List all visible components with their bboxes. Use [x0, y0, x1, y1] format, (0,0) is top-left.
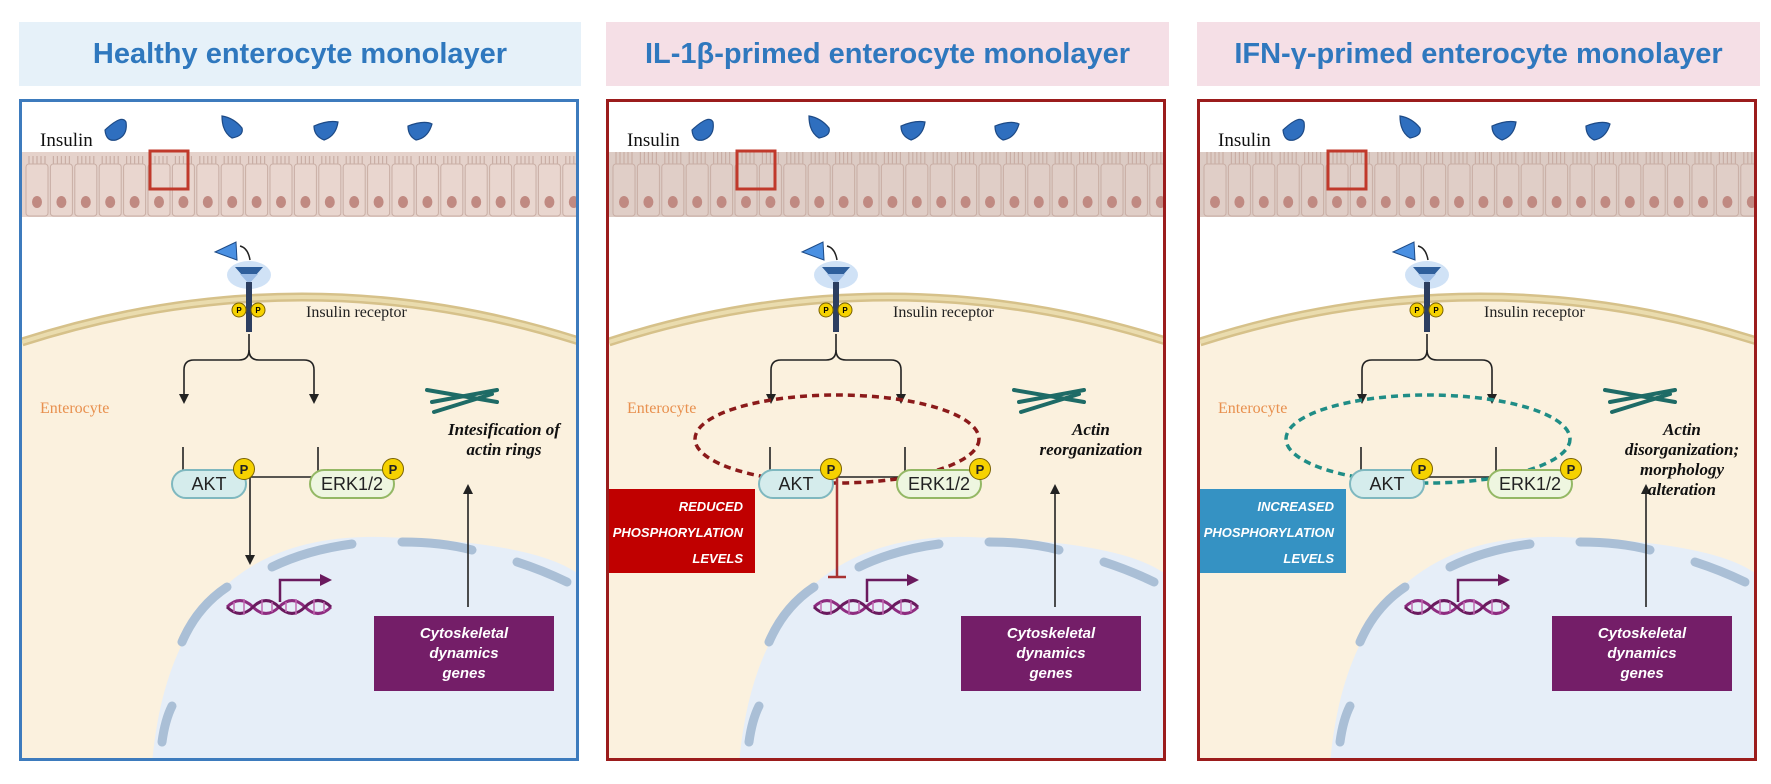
- akt-node: AKT: [1349, 469, 1425, 499]
- bound-insulin: [213, 241, 238, 261]
- svg-text:P: P: [1414, 306, 1420, 315]
- zoom-box: [148, 149, 190, 191]
- actin-filament-icon: [1603, 388, 1677, 414]
- receptor-phospho-badges: P P: [818, 302, 853, 318]
- cytoskeletal-genes-box: Cytoskeletal dynamics genes: [961, 616, 1141, 691]
- insulin-label: Insulin: [40, 130, 93, 151]
- insulin-label: Insulin: [627, 130, 680, 151]
- svg-text:P: P: [255, 306, 261, 315]
- receptor-label: Insulin receptor: [306, 304, 407, 321]
- inhibition-arrow: [828, 477, 846, 579]
- epithelial-monolayer: [609, 152, 1163, 217]
- nucleus: [1330, 536, 1754, 758]
- pathway-illustration: P P: [609, 115, 1163, 758]
- panel-ifng: P P: [1197, 99, 1757, 761]
- erk-phospho-badge: P: [969, 458, 991, 480]
- panel-title-ifng: IFN-γ-primed enterocyte monolayer: [1197, 22, 1760, 86]
- svg-text:P: P: [842, 306, 848, 315]
- phosphorylation-status-box: INCREASED PHOSPHORYLATION LEVELS: [1200, 489, 1346, 573]
- nucleus: [739, 536, 1163, 758]
- insulin-molecules: [691, 115, 1020, 141]
- insulin-label: Insulin: [1218, 130, 1271, 151]
- actin-filament-icon: [1012, 388, 1086, 414]
- pathway-illustration: P P: [22, 115, 576, 758]
- erk-phospho-badge: P: [382, 458, 404, 480]
- insulin-receptor-icon: [1405, 261, 1449, 332]
- insulin-molecules: [104, 115, 433, 141]
- dna-helix-icon: [225, 574, 333, 615]
- dna-helix-icon: [1403, 574, 1511, 615]
- erk-node: ERK1/2: [309, 469, 395, 499]
- phosphorylation-highlight: [1284, 393, 1572, 485]
- bound-insulin: [1391, 241, 1416, 261]
- svg-text:P: P: [823, 306, 829, 315]
- enterocyte-label: Enterocyte: [40, 400, 110, 417]
- enterocyte-label: Enterocyte: [627, 400, 697, 417]
- receptor-phospho-badges: P P: [1409, 302, 1444, 318]
- actin-effect-label: Intesification of actin rings: [448, 420, 560, 459]
- receptor-label: Insulin receptor: [893, 304, 994, 321]
- panel-il1b: P P: [606, 99, 1166, 761]
- nuclear-envelope: [1335, 537, 1750, 747]
- zoom-box: [735, 149, 777, 191]
- actin-effect-label: Actin disorganization; morphology altera…: [1624, 420, 1740, 499]
- enterocyte-label: Enterocyte: [1218, 400, 1288, 417]
- akt-phospho-badge: P: [820, 458, 842, 480]
- akt-phospho-badge: P: [233, 458, 255, 480]
- receptor-phospho-badges: P P: [231, 302, 266, 318]
- panel-title-il1b: IL-1β-primed enterocyte monolayer: [606, 22, 1169, 86]
- epithelial-monolayer: [1200, 152, 1754, 217]
- cytoskeletal-genes-box: Cytoskeletal dynamics genes: [374, 616, 554, 691]
- insulin-receptor-icon: [814, 261, 858, 332]
- actin-filament-icon: [425, 388, 499, 414]
- epithelial-monolayer: [22, 152, 576, 217]
- insulin-receptor-icon: [227, 261, 271, 332]
- signaling-arrows: [770, 334, 902, 396]
- insulin-molecules: [1282, 115, 1611, 141]
- erk-node: ERK1/2: [896, 469, 982, 499]
- signaling-arrows: [1361, 334, 1493, 396]
- erk-node: ERK1/2: [1487, 469, 1573, 499]
- panel-title-healthy: Healthy enterocyte monolayer: [19, 22, 581, 86]
- nuclear-envelope: [744, 537, 1159, 747]
- panel-healthy: P P: [19, 99, 579, 761]
- nuclear-envelope: [157, 537, 572, 747]
- signaling-arrows: [183, 334, 315, 396]
- phosphorylation-status-box: REDUCED PHOSPHORYLATION LEVELS: [609, 489, 755, 573]
- actin-effect-label: Actin reorganization: [1039, 420, 1143, 459]
- bound-insulin: [800, 241, 825, 261]
- akt-node: AKT: [171, 469, 247, 499]
- nucleus: [152, 536, 576, 758]
- erk-phospho-badge: P: [1560, 458, 1582, 480]
- akt-phospho-badge: P: [1411, 458, 1433, 480]
- svg-text:P: P: [1433, 306, 1439, 315]
- dna-helix-icon: [812, 574, 920, 615]
- cytoskeletal-genes-box: Cytoskeletal dynamics genes: [1552, 616, 1732, 691]
- zoom-box: [1326, 149, 1368, 191]
- svg-text:P: P: [236, 306, 242, 315]
- receptor-label: Insulin receptor: [1484, 304, 1585, 321]
